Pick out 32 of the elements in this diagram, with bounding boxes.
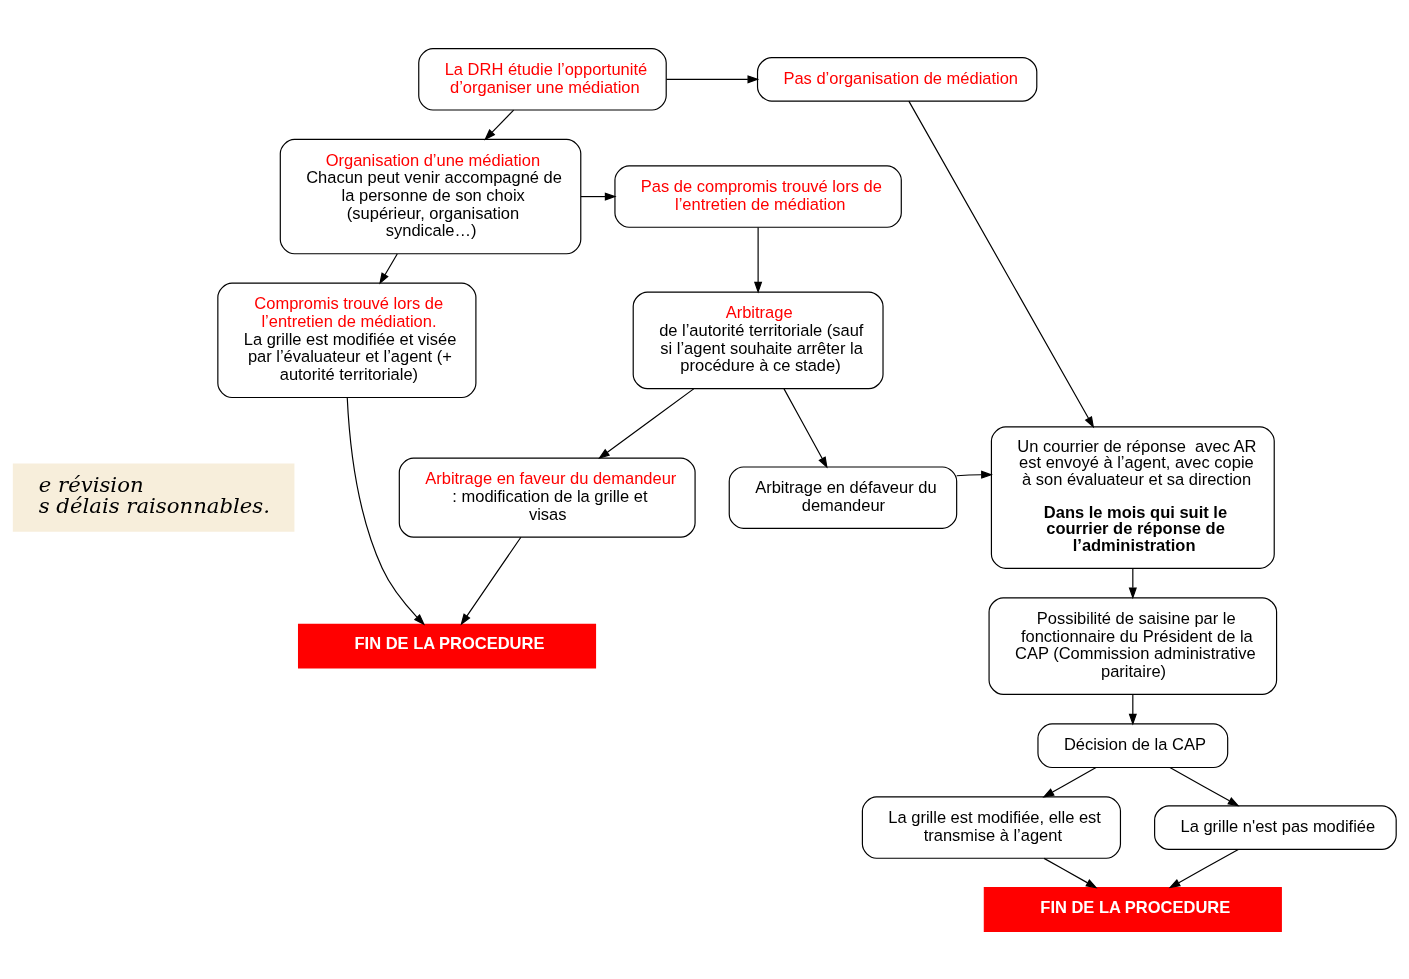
- node-box: Compromis trouvé lors de l’entretien de médiation. La grille est modifiée et visée par l’évaluateur et l’agent (+ autorité territoriale): [217, 282, 477, 398]
- arrow: [1128, 693, 1137, 726]
- arrow: [1043, 857, 1098, 888]
- arrow: [598, 387, 695, 459]
- arrow: [346, 396, 426, 625]
- node-box: La grille n'est pas modifiée: [1154, 804, 1397, 850]
- node-box: Décision de la CAP: [1037, 722, 1229, 768]
- arrow: [580, 191, 617, 201]
- node-box: Possibilité de saisine par le fonctionnaire du Président de la CAP (Commission administrative paritaire): [988, 596, 1278, 695]
- arrow: [753, 226, 763, 294]
- arrow: [1042, 766, 1097, 798]
- node-box: Arbitrage en défaveur du demandeur: [728, 465, 958, 529]
- node-box: Arbitrage en faveur du demandeur : modification de la grille et visas: [398, 457, 696, 538]
- arrow: [460, 536, 522, 625]
- arrow: [379, 252, 398, 285]
- node-box: FIN DE LA PROCEDURE: [983, 886, 1282, 932]
- arrow: [1128, 567, 1137, 599]
- arrow: [484, 109, 515, 140]
- node-box: Un courrier de réponse avec AR est envoyé à l’agent, avec copie à son évaluateur et sa direction Dans le mois qui suit le courrier de réponse de l’administration: [990, 425, 1275, 569]
- arrow: [908, 100, 1095, 428]
- node-box: La grille est modifiée, elle est transmise à l’agent: [861, 795, 1122, 859]
- arrow: [956, 470, 993, 479]
- arrow: [665, 74, 760, 83]
- node-box: Organisation d’une médiation Chacun peut venir accompagné de la personne de son choix (supérieur, organisation syndicale…): [279, 138, 582, 254]
- node-box: Pas de compromis trouvé lors de l’entretien de médiation: [614, 164, 902, 228]
- node-box: FIN DE LA PROCEDURE: [297, 623, 597, 668]
- arrow: [783, 387, 828, 469]
- arrow: [1168, 848, 1239, 888]
- node-box: Arbitrage de l’autorité territoriale (sauf si l’agent souhaite arrêter la procédure à ce stade): [632, 290, 884, 389]
- arrow: [1169, 766, 1240, 806]
- node-box: La DRH étudie l’opportunité d’organiser une médiation: [418, 47, 667, 111]
- node-box: Pas d’organisation de médiation: [756, 56, 1038, 102]
